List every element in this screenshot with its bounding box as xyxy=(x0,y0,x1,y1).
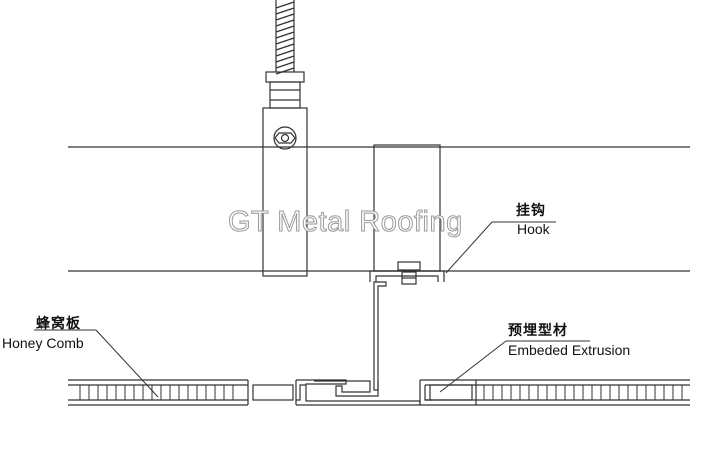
embedded-extrusion xyxy=(314,281,387,397)
hook-bracket xyxy=(369,144,445,285)
hook-leader xyxy=(445,221,493,274)
extrusion-leader xyxy=(439,340,507,393)
hook-label-en: Hook xyxy=(517,221,550,237)
honeycomb-panel xyxy=(68,379,690,406)
honeycomb-label-en: Honey Comb xyxy=(2,335,84,351)
honeycomb-leader xyxy=(95,329,159,398)
hanger-bracket xyxy=(262,107,308,277)
honeycomb-label-cn: 蜂窝板 xyxy=(36,316,81,332)
extrusion-label-en: Embeded Extrusion xyxy=(508,342,631,358)
hook-label-cn: 挂钩 xyxy=(516,203,546,219)
leader-lines xyxy=(34,221,590,398)
extrusion-label-cn: 预埋型材 xyxy=(508,323,568,339)
threaded-rod xyxy=(275,0,295,75)
watermark-text: GT Metal Roofing xyxy=(228,206,463,239)
hex-nut xyxy=(265,71,305,109)
